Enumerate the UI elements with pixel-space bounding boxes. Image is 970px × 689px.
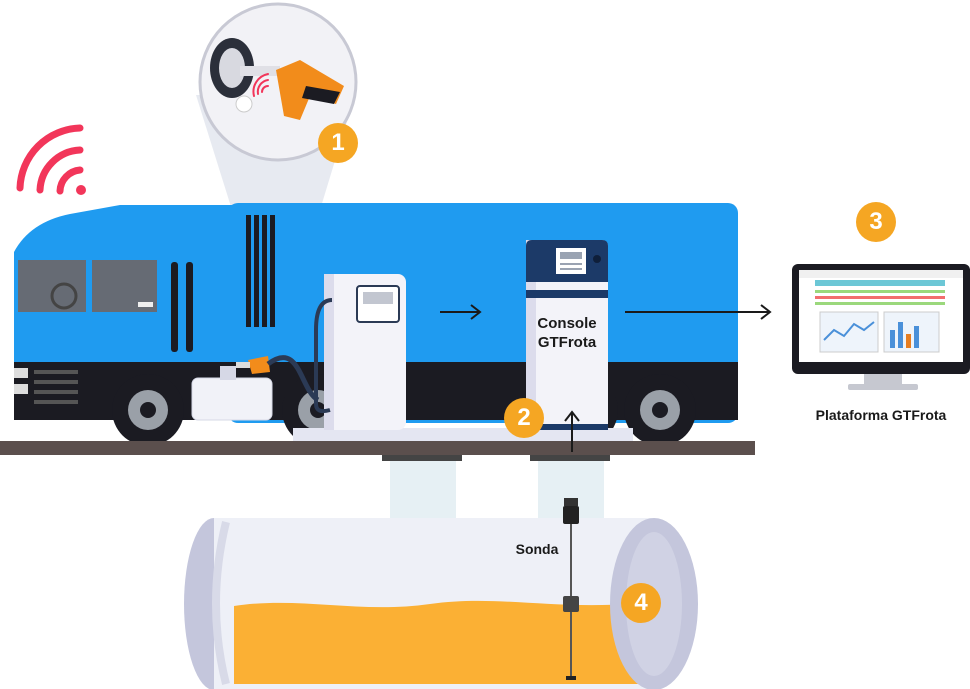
wheel xyxy=(624,374,696,446)
platform-label: Plataforma GTFrota xyxy=(815,407,947,423)
flow-arrow xyxy=(564,410,580,452)
console-device xyxy=(526,240,608,430)
pump-platform xyxy=(293,428,633,441)
wifi-signal-icon xyxy=(16,124,86,195)
fuel-pump xyxy=(314,274,406,430)
probe-sensor xyxy=(563,498,579,680)
rfid-signal-icon xyxy=(252,73,269,97)
flow-arrow xyxy=(440,304,482,320)
console-label: Console GTFrota xyxy=(522,314,612,352)
step-badge-2: 2 xyxy=(504,398,544,438)
truck xyxy=(14,203,738,446)
ground-line xyxy=(0,441,755,455)
flow-arrow xyxy=(625,304,772,320)
vehicle-fuel-tank xyxy=(191,366,273,421)
console-label-line1: Console xyxy=(537,315,597,332)
wheel xyxy=(112,374,184,446)
magnifier-inset xyxy=(198,2,358,162)
console-label-line2: GTFrota xyxy=(537,334,597,351)
storage-tank xyxy=(184,518,698,689)
step-badge-3: 3 xyxy=(856,202,896,242)
step-badge-4: 4 xyxy=(621,583,661,623)
step-badge-1: 1 xyxy=(318,123,358,163)
probe-label: Sonda xyxy=(515,541,559,557)
fuel-nozzle-icon xyxy=(236,355,320,403)
monitor xyxy=(792,264,970,390)
